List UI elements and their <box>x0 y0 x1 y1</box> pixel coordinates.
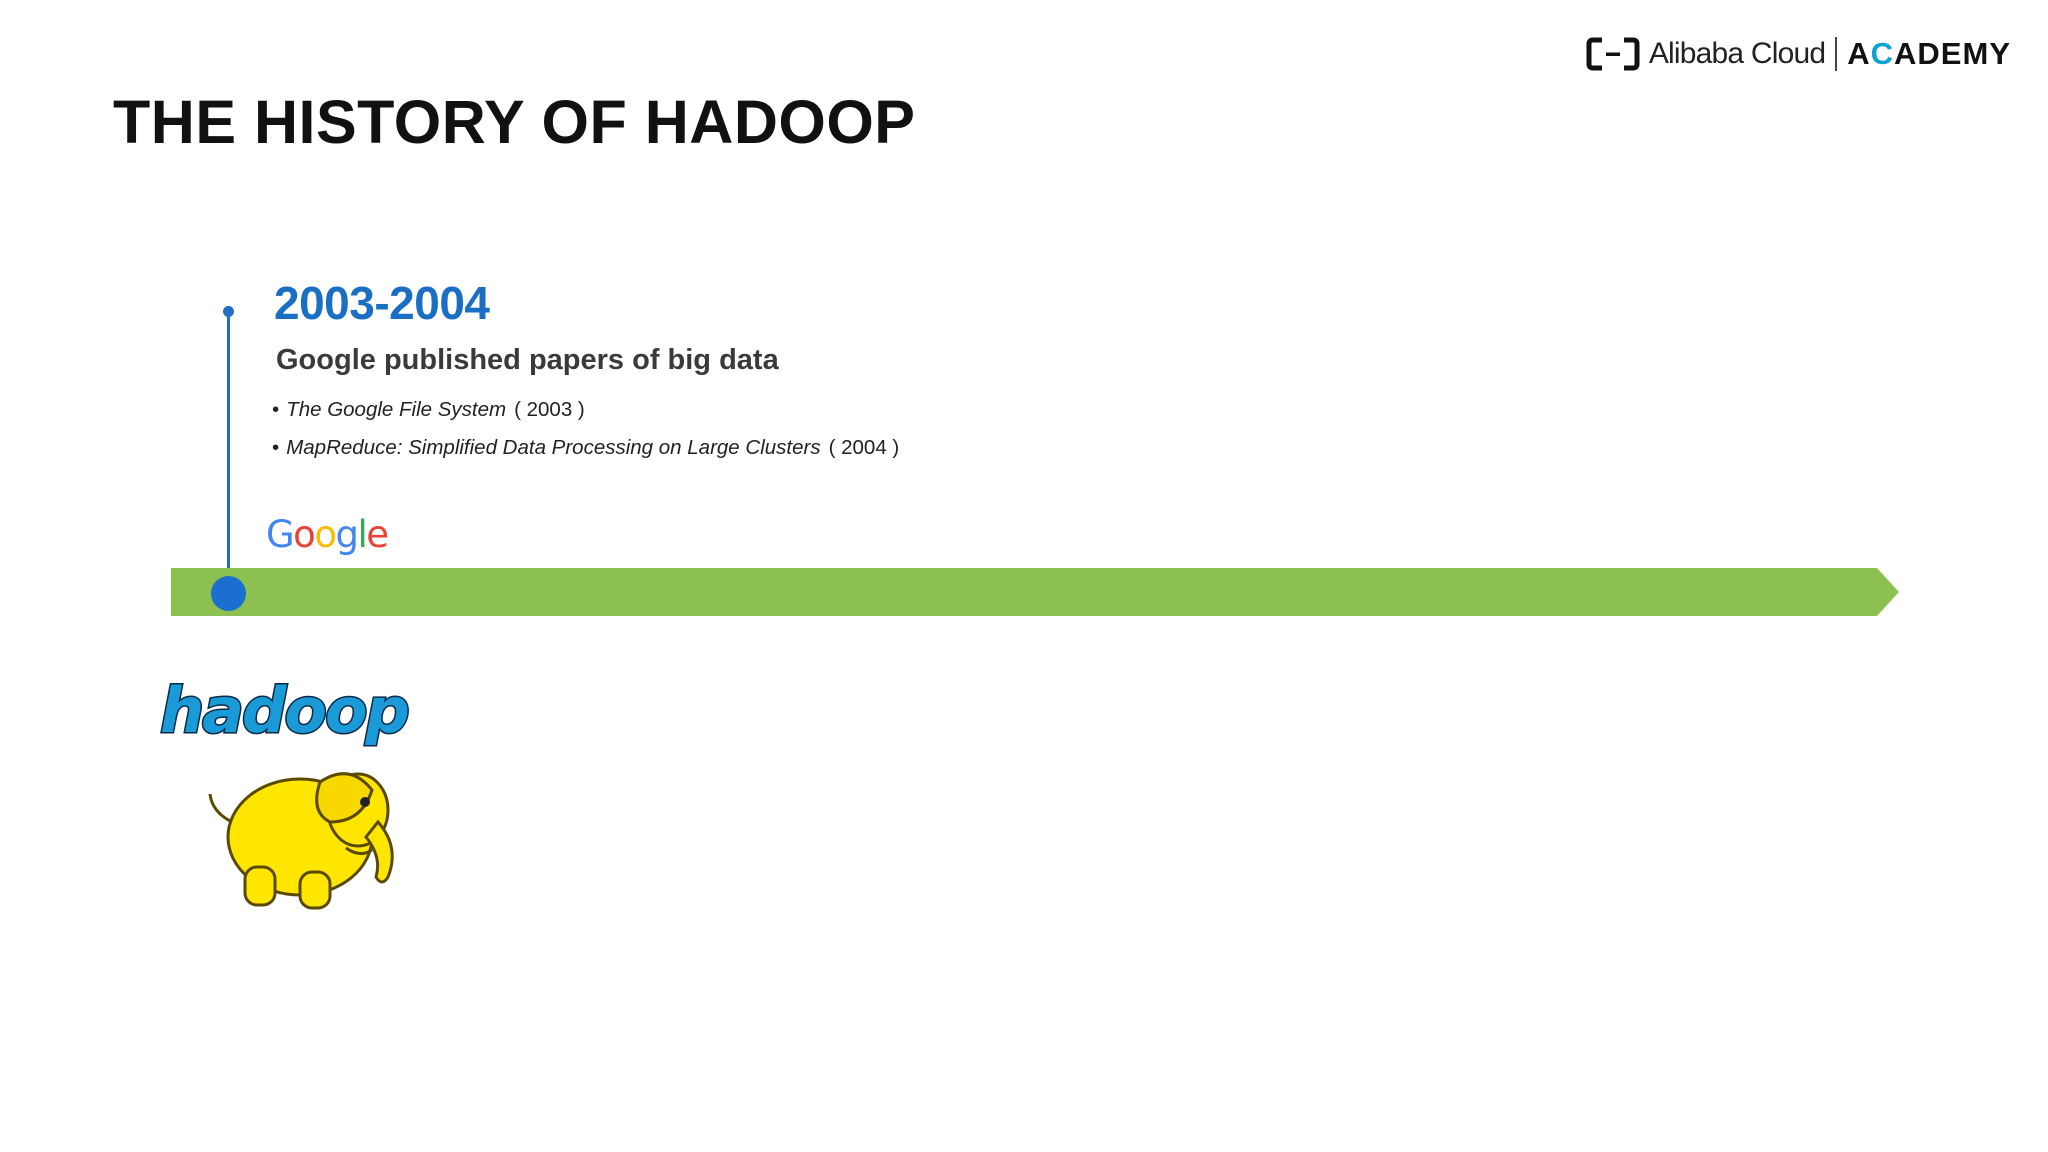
academy-letter: E <box>1940 36 1963 71</box>
paper-list-item: • MapReduce: Simplified Data Processing o… <box>272 435 899 473</box>
academy-letter: Y <box>1989 36 2011 71</box>
bullet-icon: • <box>272 398 280 421</box>
academy-letter: M <box>1962 36 1990 71</box>
paper-title: MapReduce: Simplified Data Processing on… <box>286 436 821 459</box>
academy-wordmark: A C A D E M Y <box>1847 36 2011 72</box>
academy-letter: A <box>1847 36 1871 71</box>
academy-letter: A <box>1894 36 1918 71</box>
brand-name: Alibaba Cloud <box>1648 37 1826 70</box>
google-logo-letter: o <box>314 513 337 556</box>
google-logo-letter: e <box>366 513 389 556</box>
milestone-heading: Google published papers of big data <box>276 344 779 376</box>
google-logo-letter: o <box>293 513 316 556</box>
timeline-node-2003-2004 <box>211 576 246 611</box>
google-logo-letter: G <box>266 513 295 556</box>
timeline-connector-dot <box>223 306 234 317</box>
brand-divider <box>1835 37 1838 71</box>
alibaba-cloud-academy-logo: Alibaba Cloud A C A D E M Y <box>1586 36 2011 72</box>
google-logo-letter: l <box>357 513 367 556</box>
paper-year: ( 2003 ) <box>514 398 585 421</box>
academy-letter-accent: C <box>1870 36 1895 71</box>
timeline-connector-line <box>227 310 230 596</box>
academy-letter: D <box>1917 36 1941 71</box>
paper-year: ( 2004 ) <box>828 436 900 459</box>
paper-title: The Google File System <box>286 398 507 421</box>
alibaba-cloud-icon <box>1586 37 1640 71</box>
milestone-year: 2003-2004 <box>274 277 490 329</box>
bullet-icon: • <box>272 436 280 459</box>
slide-title: THE HISTORY OF HADOOP <box>113 88 916 156</box>
google-logo: Google <box>266 513 389 556</box>
paper-list: • The Google File System ( 2003 ) • MapRedu… <box>272 397 899 473</box>
hadoop-wordmark: hadoop <box>160 674 408 747</box>
hadoop-elephant-logo: hadoop <box>159 673 411 910</box>
timeline-arrow-bar <box>171 568 1899 616</box>
paper-list-item: • The Google File System ( 2003 ) <box>272 397 899 435</box>
google-logo-letter: g <box>335 513 359 556</box>
elephant-icon <box>208 772 394 910</box>
